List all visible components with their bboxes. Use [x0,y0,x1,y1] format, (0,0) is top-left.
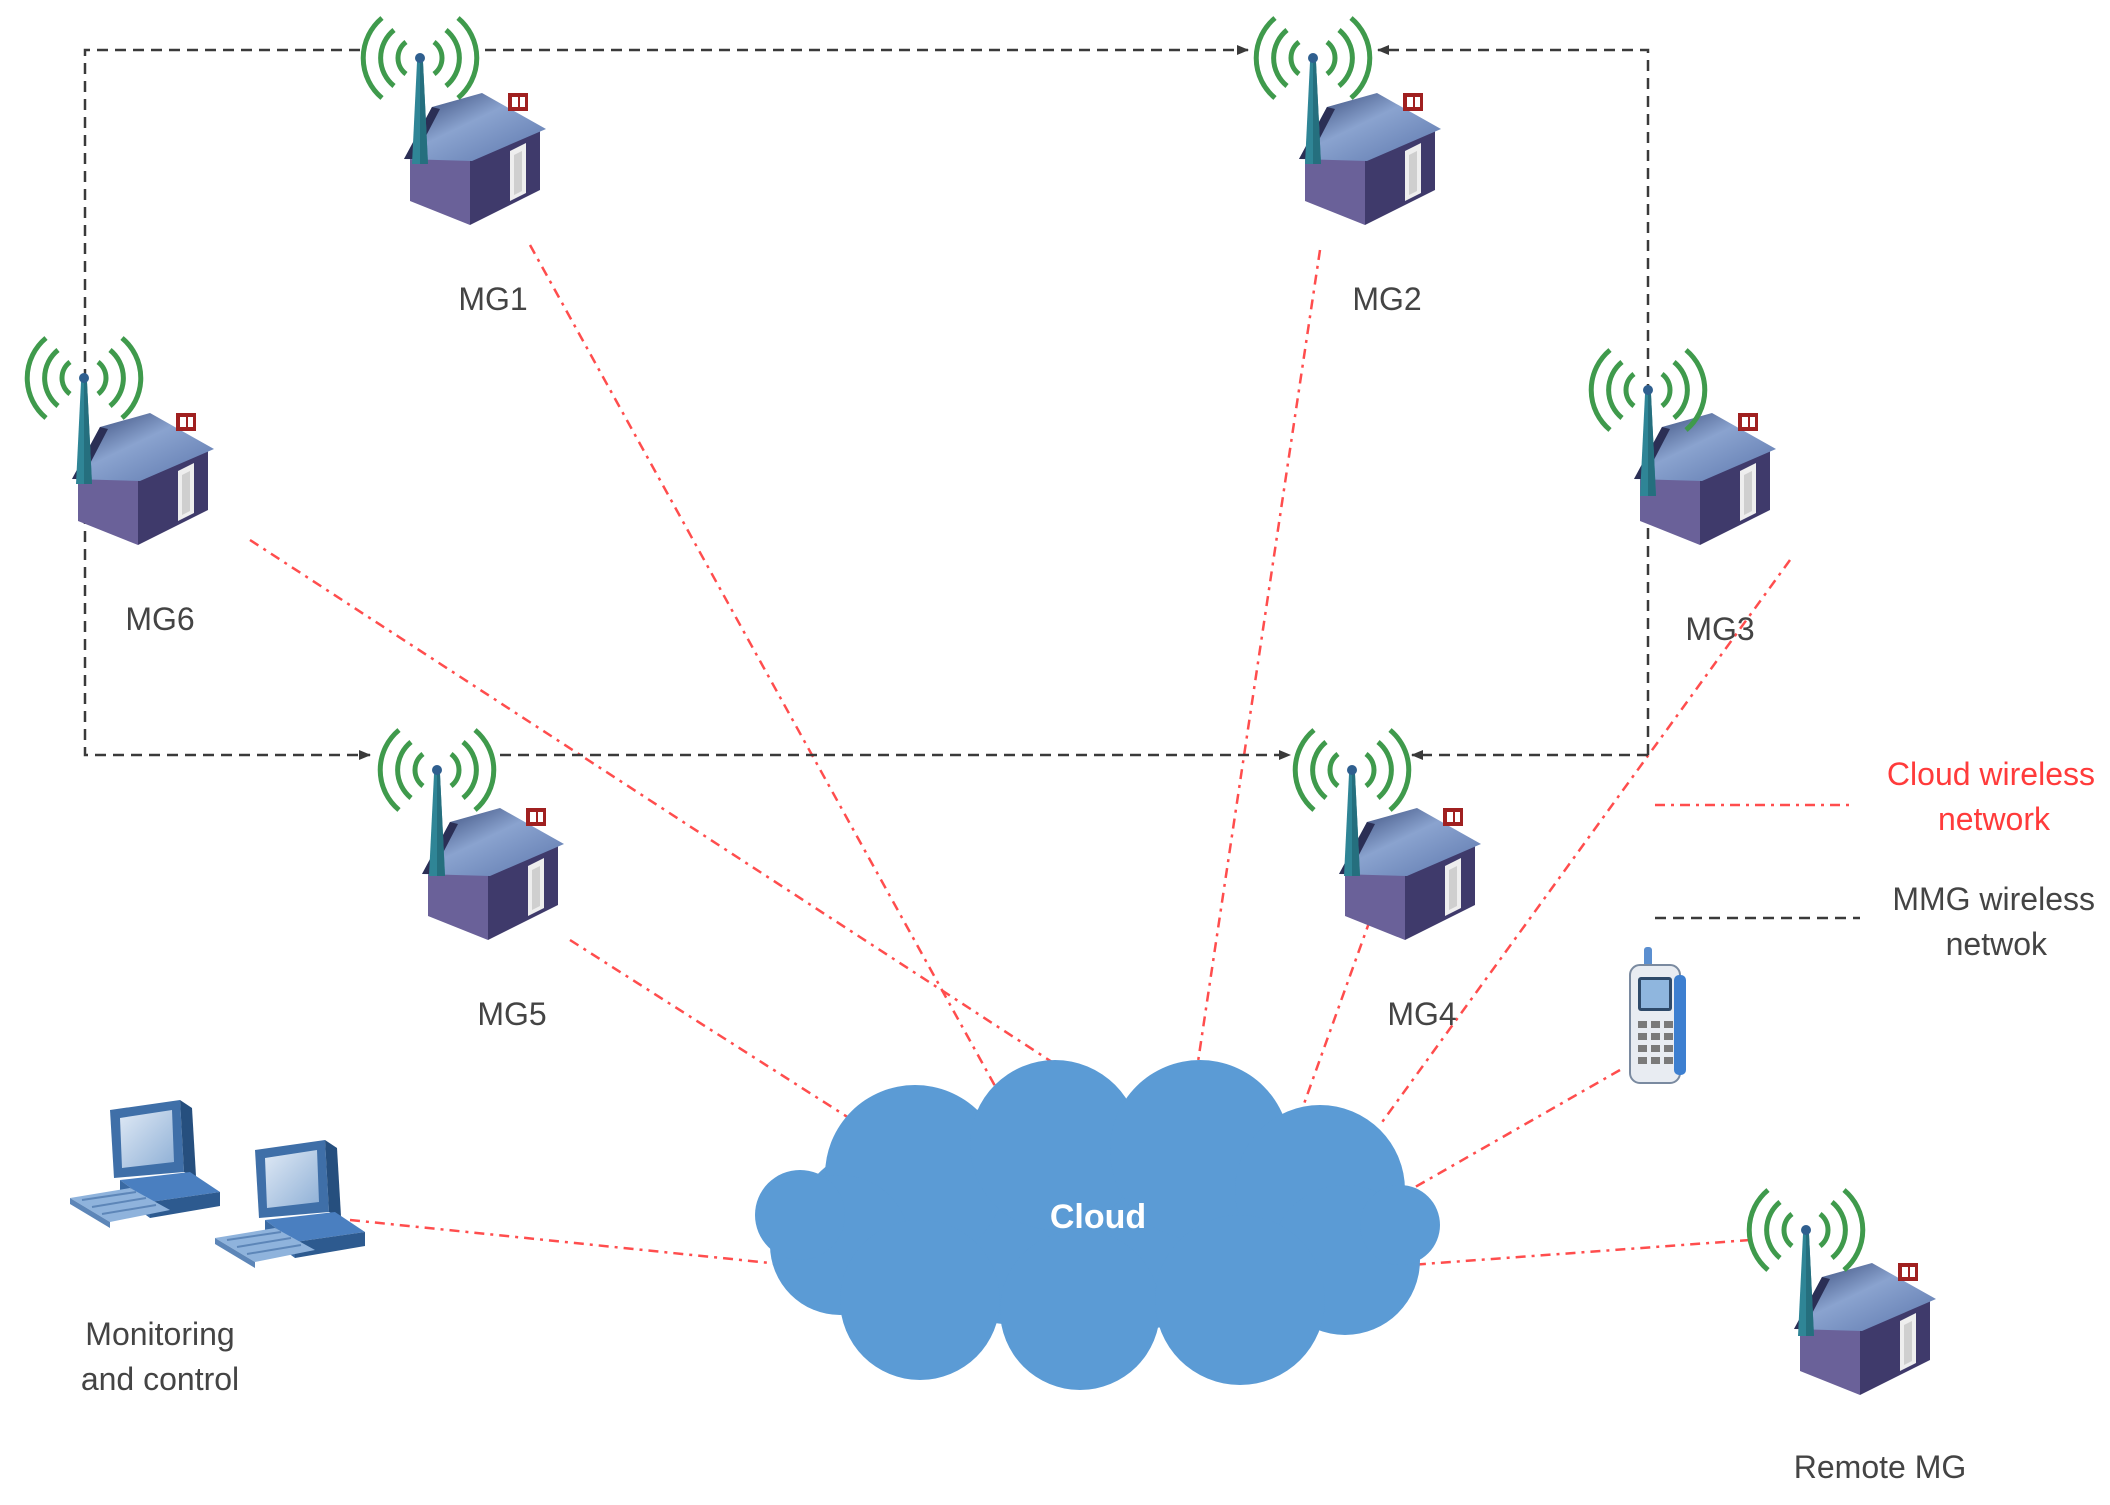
link-remote-cloud [1409,1238,1751,1267]
legend-mmg-line2: netwok [1946,926,2048,962]
node-mg2: MG2 [1256,18,1441,317]
link-phone-cloud [1409,1068,1621,1192]
monitoring-and-control: Monitoring and control [69,1099,366,1397]
cloud-wireless-links [249,244,1850,1267]
node-mg5-label: MG5 [477,996,546,1032]
mmg-wireless-links [83,45,1860,920]
link-mg1-left-loop [83,48,371,760]
link-mg3-cloud [1378,559,1792,1126]
node-remote-mg: Remote MG [1749,1190,1966,1485]
cloud-label: Cloud [1050,1198,1146,1236]
legend-mmg-line1: MMG wireless [1892,881,2095,917]
node-mg6-label: MG6 [125,601,194,637]
node-mg4-label: MG4 [1387,996,1456,1032]
link-mg1-cloud [528,244,1002,1096]
link-monitoring-cloud [349,1218,791,1267]
legend: Cloud wireless network MMG wireless netw… [1887,756,2095,962]
link-mg2-cloud [1188,249,1322,1116]
node-mg5: MG5 [380,730,564,1032]
computer-icon [214,1139,366,1269]
monitoring-label-line1: Monitoring [85,1316,234,1352]
house-icon [72,413,214,545]
monitoring-label-line2: and control [81,1361,239,1397]
link-mg4-cloud [1298,919,1372,1116]
computer-icon [69,1099,221,1229]
node-mg1-label: MG1 [458,281,527,317]
house-icon [1339,808,1481,940]
house-icon [1794,1263,1936,1395]
legend-cloud-line1: Cloud wireless [1887,756,2095,792]
mobile-phone-icon [1629,947,1686,1084]
node-mg2-label: MG2 [1352,281,1421,317]
node-mg1: MG1 [363,18,546,317]
node-mg4: MG4 [1295,730,1481,1032]
node-mg6: MG6 [27,338,214,637]
legend-cloud-line2: network [1938,801,2051,837]
node-mg3: MG3 [1591,350,1776,647]
cloud: Cloud [755,1060,1440,1390]
node-mg3-label: MG3 [1685,611,1754,647]
node-remote-mg-label: Remote MG [1794,1449,1966,1485]
link-mg5-cloud [569,938,861,1127]
house-icon [1634,413,1776,545]
link-mg6-cloud [249,538,1096,1092]
